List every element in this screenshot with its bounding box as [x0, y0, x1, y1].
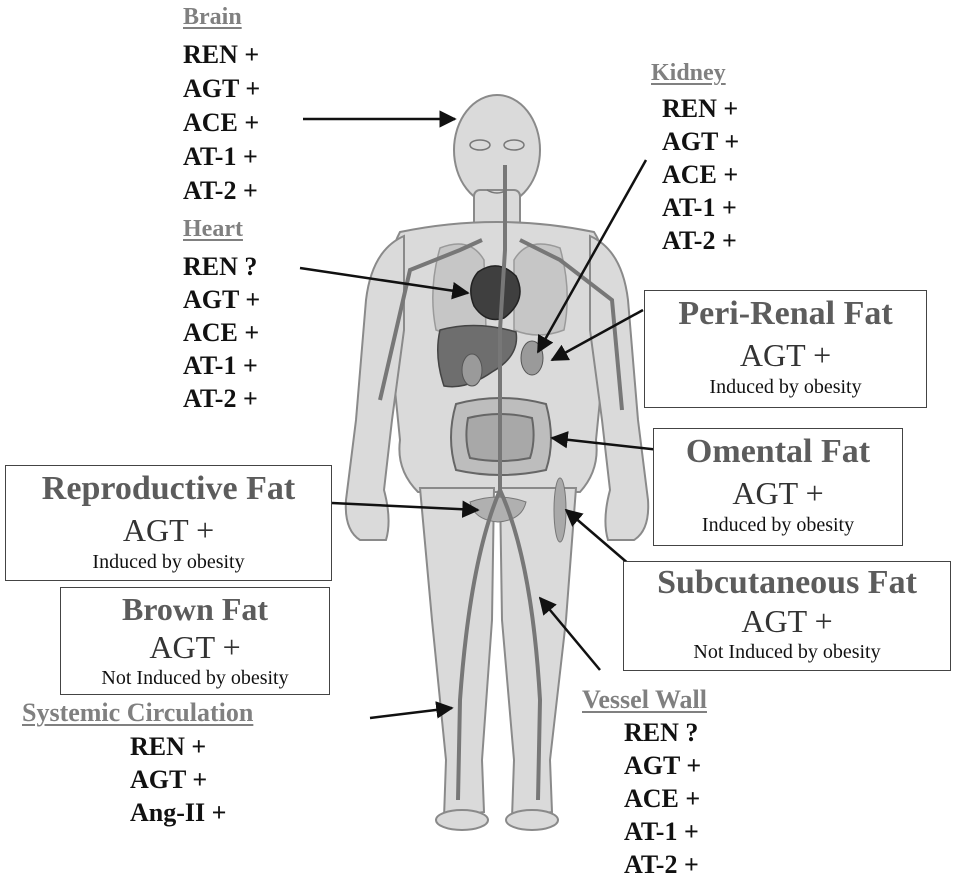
subcutaneous-fat-box: Subcutaneous Fat AGT + Not Induced by ob…	[623, 561, 951, 671]
omental-fat-agt: AGT +	[654, 475, 902, 511]
reproductive-fat-agt: AGT +	[6, 512, 331, 548]
perirenal-fat-title: Peri-Renal Fat	[645, 291, 926, 337]
list-item: REN ?	[183, 250, 260, 283]
list-item: AT-1 +	[183, 349, 260, 382]
brown-fat-agt: AGT +	[61, 630, 329, 664]
perirenal-fat-box: Peri-Renal Fat AGT + Induced by obesity	[644, 290, 927, 408]
right-foot-shape	[506, 810, 558, 830]
omental-fat-note: Induced by obesity	[654, 511, 902, 539]
list-item: AT-2 +	[624, 848, 701, 881]
heart-heading: Heart	[183, 216, 243, 243]
vessel-wall-list: REN ? AGT + ACE + AT-1 + AT-2 +	[624, 716, 701, 881]
list-item: AT-2 +	[183, 382, 260, 415]
reproductive-fat-title: Reproductive Fat	[6, 466, 331, 512]
head-shape	[454, 95, 540, 205]
arrow-systemic	[370, 708, 452, 718]
list-item: AT-1 +	[662, 191, 739, 224]
list-item: AT-1 +	[624, 815, 701, 848]
list-item: AT-1 +	[183, 140, 260, 174]
perirenal-fat-agt: AGT +	[645, 337, 926, 373]
list-item: AGT +	[662, 125, 739, 158]
list-item: AGT +	[130, 763, 226, 796]
list-item: Ang-II +	[130, 796, 226, 829]
perirenal-fat-note: Induced by obesity	[645, 373, 926, 401]
subcutaneous-fat-title: Subcutaneous Fat	[624, 562, 950, 604]
list-item: REN ?	[624, 716, 701, 749]
reproductive-fat-note: Induced by obesity	[6, 548, 331, 576]
brown-fat-box: Brown Fat AGT + Not Induced by obesity	[60, 587, 330, 695]
list-item: REN +	[662, 92, 739, 125]
list-item: ACE +	[183, 316, 260, 349]
systemic-circulation-list: REN + AGT + Ang-II +	[130, 730, 226, 829]
brain-list: REN + AGT + ACE + AT-1 + AT-2 +	[183, 38, 260, 208]
vessel-wall-heading: Vessel Wall	[582, 685, 707, 715]
list-item: AGT +	[183, 283, 260, 316]
kidney-organ-left	[462, 354, 482, 386]
brain-heading: Brain	[183, 4, 242, 31]
list-item: ACE +	[662, 158, 739, 191]
kidney-organ-right	[521, 341, 543, 375]
systemic-circulation-heading: Systemic Circulation	[22, 698, 253, 728]
list-item: REN +	[130, 730, 226, 763]
list-item: REN +	[183, 38, 260, 72]
list-item: ACE +	[624, 782, 701, 815]
brown-fat-note: Not Induced by obesity	[61, 664, 329, 692]
subcutaneous-fat-organ	[554, 478, 566, 542]
list-item: AT-2 +	[183, 174, 260, 208]
list-item: AT-2 +	[662, 224, 739, 257]
list-item: AGT +	[183, 72, 260, 106]
heart-list: REN ? AGT + ACE + AT-1 + AT-2 +	[183, 250, 260, 415]
list-item: AGT +	[624, 749, 701, 782]
reproductive-fat-box: Reproductive Fat AGT + Induced by obesit…	[5, 465, 332, 581]
subcutaneous-fat-note: Not Induced by obesity	[624, 638, 950, 666]
left-foot-shape	[436, 810, 488, 830]
omental-fat-title: Omental Fat	[654, 429, 902, 475]
brown-fat-title: Brown Fat	[61, 588, 329, 630]
kidney-heading: Kidney	[651, 60, 726, 87]
list-item: ACE +	[183, 106, 260, 140]
subcutaneous-fat-agt: AGT +	[624, 604, 950, 638]
omental-fat-box: Omental Fat AGT + Induced by obesity	[653, 428, 903, 546]
kidney-list: REN + AGT + ACE + AT-1 + AT-2 +	[662, 92, 739, 257]
